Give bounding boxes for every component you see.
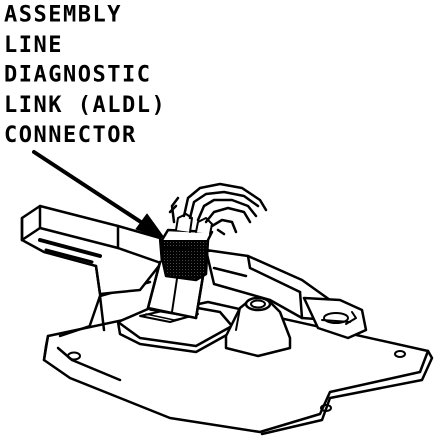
callout-line-1: ASSEMBLY [4, 2, 122, 28]
wiring-harness [168, 182, 268, 236]
mounting-bracket [42, 280, 434, 436]
side-tab [302, 296, 368, 340]
aldl-connector [160, 213, 214, 282]
mounting-post [224, 296, 292, 358]
callout-line-2: LINE [4, 32, 63, 58]
callout-line-4: LINK (ALDL) [4, 92, 167, 118]
bracket-arm [20, 204, 164, 296]
callout-label: ASSEMBLY LINE DIAGNOSTIC LINK (ALDL) CON… [4, 0, 166, 150]
callout-line-3: DIAGNOSTIC [4, 62, 152, 88]
callout-line-5: CONNECTOR [4, 122, 137, 148]
